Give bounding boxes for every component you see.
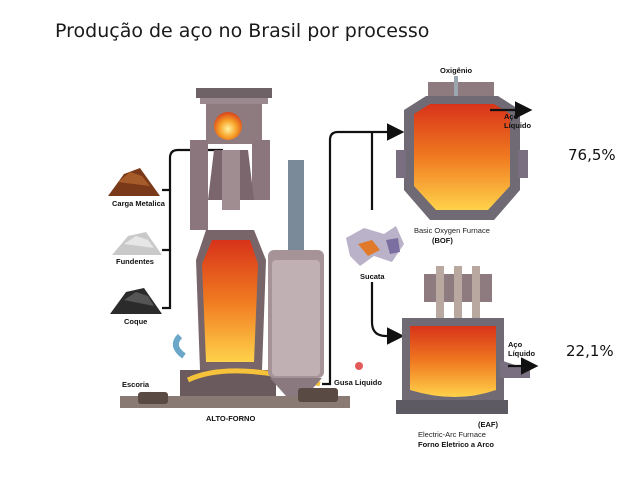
iron-car: [298, 388, 338, 402]
label-alto-forno: ALTO-FORNO: [206, 414, 255, 423]
label-aco-eaf: Aço Líquido: [508, 340, 538, 358]
carga-pile: [108, 168, 160, 196]
pointer-dot: [355, 362, 363, 370]
label-sucata: Sucata: [360, 272, 385, 281]
label-oxigenio: Oxigênio: [440, 66, 472, 75]
hot-stove: [268, 160, 324, 396]
label-eaf-name-pt: Forno Eletrico a Arco: [418, 440, 494, 449]
eaf-share: 22,1%: [566, 342, 614, 360]
fundentes-pile: [112, 232, 162, 255]
label-eaf-abbr: (EAF): [478, 420, 498, 429]
label-carga: Carga Metalica: [112, 199, 165, 208]
sucata-scrap: [346, 226, 404, 266]
page-title: Produção de aço no Brasil por processo: [55, 20, 429, 42]
label-eaf-name: Electric-Arc Furnace: [418, 430, 486, 439]
label-coque: Coque: [124, 317, 147, 326]
label-bof-abbr: (BOF): [432, 236, 453, 245]
label-bof-name: Basic Oxygen Furnace: [414, 226, 490, 235]
label-escoria: Escoria: [122, 380, 149, 389]
label-fundentes: Fundentes: [116, 257, 154, 266]
label-aco-bof: Aço Líquido: [504, 112, 534, 130]
to-eaf-arrow: [372, 282, 400, 336]
coque-pile: [110, 288, 162, 314]
label-gusa: Gusa Liquido: [334, 378, 382, 387]
slag-car: [138, 392, 168, 404]
bof-vessel: [396, 76, 528, 220]
bof-share: 76,5%: [568, 146, 616, 164]
electrode: [436, 266, 444, 326]
